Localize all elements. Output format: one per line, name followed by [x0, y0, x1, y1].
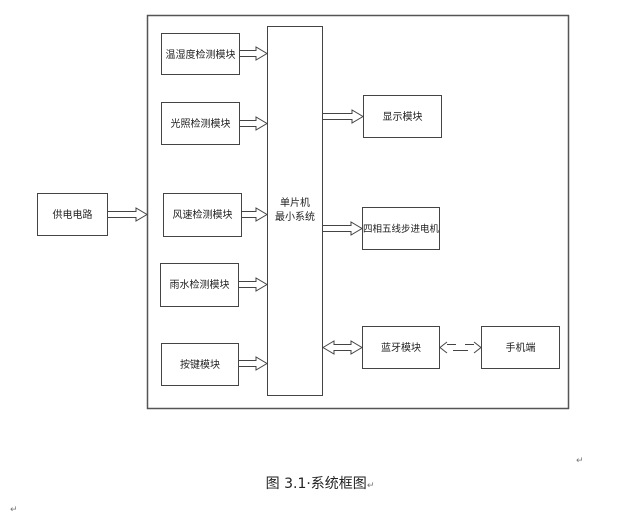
arrow-temp-humidity-to-mcu — [239, 46, 268, 61]
paragraph-mark-right: ↵ — [576, 456, 584, 466]
light-label: 光照检测模块 — [171, 117, 231, 130]
key-label: 按键模块 — [180, 358, 220, 371]
bluetooth-module-box — [362, 326, 440, 369]
arrow-light-to-mcu — [239, 116, 268, 131]
key-module-box — [161, 343, 239, 386]
wind-module-box — [163, 193, 242, 237]
temp-humidity-label: 温湿度检测模块 — [166, 48, 236, 61]
arrow-keys-to-mcu — [238, 356, 268, 371]
arrow-mcu-to-display — [322, 109, 364, 124]
rain-module-box — [160, 263, 239, 307]
dashed-arrow-left-head — [439, 341, 448, 354]
mcu-label-line1: 单片机 — [280, 196, 310, 209]
rain-label: 雨水检测模块 — [170, 278, 230, 291]
mcu-label-line2: 最小系统 — [275, 210, 315, 223]
power-supply-box — [37, 193, 108, 236]
power-supply-label: 供电电路 — [53, 208, 93, 221]
phone-box — [481, 326, 560, 369]
bluetooth-label: 蓝牙模块 — [381, 342, 421, 354]
dashed-link-bluetooth-phone — [439, 341, 482, 354]
mcu-box — [267, 26, 323, 396]
caption-paragraph-mark: ↵ — [366, 481, 375, 491]
phone-label: 手机端 — [506, 341, 536, 354]
arrow-wind-to-mcu — [241, 207, 268, 222]
temp-humidity-module-box — [161, 33, 240, 75]
wind-label: 风速检测模块 — [173, 208, 233, 221]
arrow-mcu-to-motor — [322, 221, 363, 236]
arrow-mcu-bluetooth-bidirectional — [322, 340, 363, 355]
display-label: 显示模块 — [383, 111, 423, 123]
figure-caption-text: 图 3.1·系统框图 — [265, 476, 367, 492]
dashed-arrow-right-head — [473, 341, 482, 354]
arrow-rain-to-mcu — [238, 277, 268, 292]
figure-caption: 图 3.1·系统框图↵ — [0, 473, 640, 493]
arrow-power-to-system — [107, 207, 148, 222]
paragraph-mark-left: ↵ — [10, 505, 18, 515]
stepper-motor-label: 四相五线步进电机 — [363, 223, 440, 235]
